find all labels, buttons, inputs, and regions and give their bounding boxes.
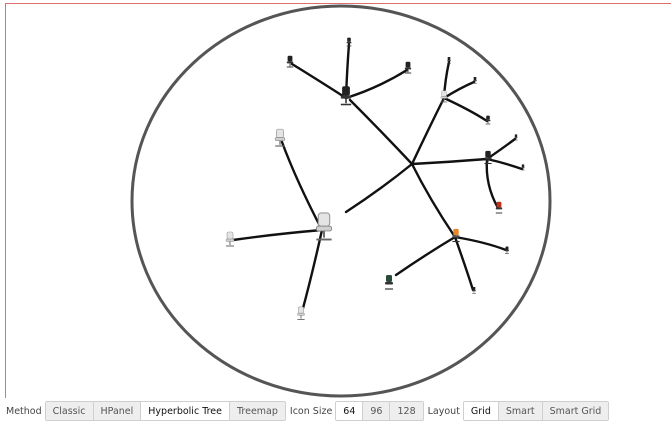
tree-edge [350,100,412,164]
view-toolbar: Method Classic HPanel Hyperbolic Tree Tr… [5,401,612,421]
method-treemap-button[interactable]: Treemap [230,402,285,420]
layout-smart-button[interactable]: Smart [499,402,543,420]
icon-size-selector: 64 96 128 [335,401,423,421]
layout-label: Layout [427,406,463,417]
method-classic-button[interactable]: Classic [46,402,94,420]
tree-edge [487,139,515,159]
office-chair-icon[interactable] [505,247,509,254]
icon-size-64-button[interactable]: 64 [336,402,363,420]
tree-edge [412,98,444,164]
hyperbolic-tree-view[interactable] [0,0,671,400]
tree-edge [487,159,522,169]
icon-size-96-button[interactable]: 96 [363,402,390,420]
layout-smart-grid-button[interactable]: Smart Grid [543,402,609,420]
tree-edge [346,70,407,98]
tree-edges [233,44,522,312]
layout-selector: Grid Smart Smart Grid [463,401,609,421]
tree-nodes [226,38,525,320]
tree-edge [302,230,322,312]
tree-edge [455,237,506,250]
method-hpanel-button[interactable]: HPanel [94,402,142,420]
office-chair-icon[interactable] [472,287,476,293]
tree-edge [233,230,322,240]
tree-edge [412,159,487,164]
office-chair-icon[interactable] [385,275,393,289]
hyperbolic-disk-boundary [132,6,550,396]
office-chair-icon[interactable] [486,116,491,124]
office-chair-icon[interactable] [347,38,352,46]
tree-edge [346,164,412,212]
icon-size-128-button[interactable]: 128 [390,402,422,420]
tree-edge [487,159,498,208]
method-selector: Classic HPanel Hyperbolic Tree Treemap [45,401,286,421]
tree-edge [444,82,474,98]
office-chair-icon[interactable] [341,86,351,104]
method-label: Method [5,406,45,417]
office-chair-icon[interactable] [297,307,304,320]
office-chair-icon[interactable] [316,213,331,240]
tree-edge [455,237,473,290]
method-hyperbolic-tree-button[interactable]: Hyperbolic Tree [141,402,230,420]
tree-edge [412,164,455,237]
tree-edge [292,64,346,98]
tree-edge [444,98,487,121]
icon-size-label: Icon Size [289,406,335,417]
tree-edge [396,237,455,275]
office-chair-icon[interactable] [226,232,234,246]
tree-edge [282,142,322,230]
layout-grid-button[interactable]: Grid [464,402,499,420]
